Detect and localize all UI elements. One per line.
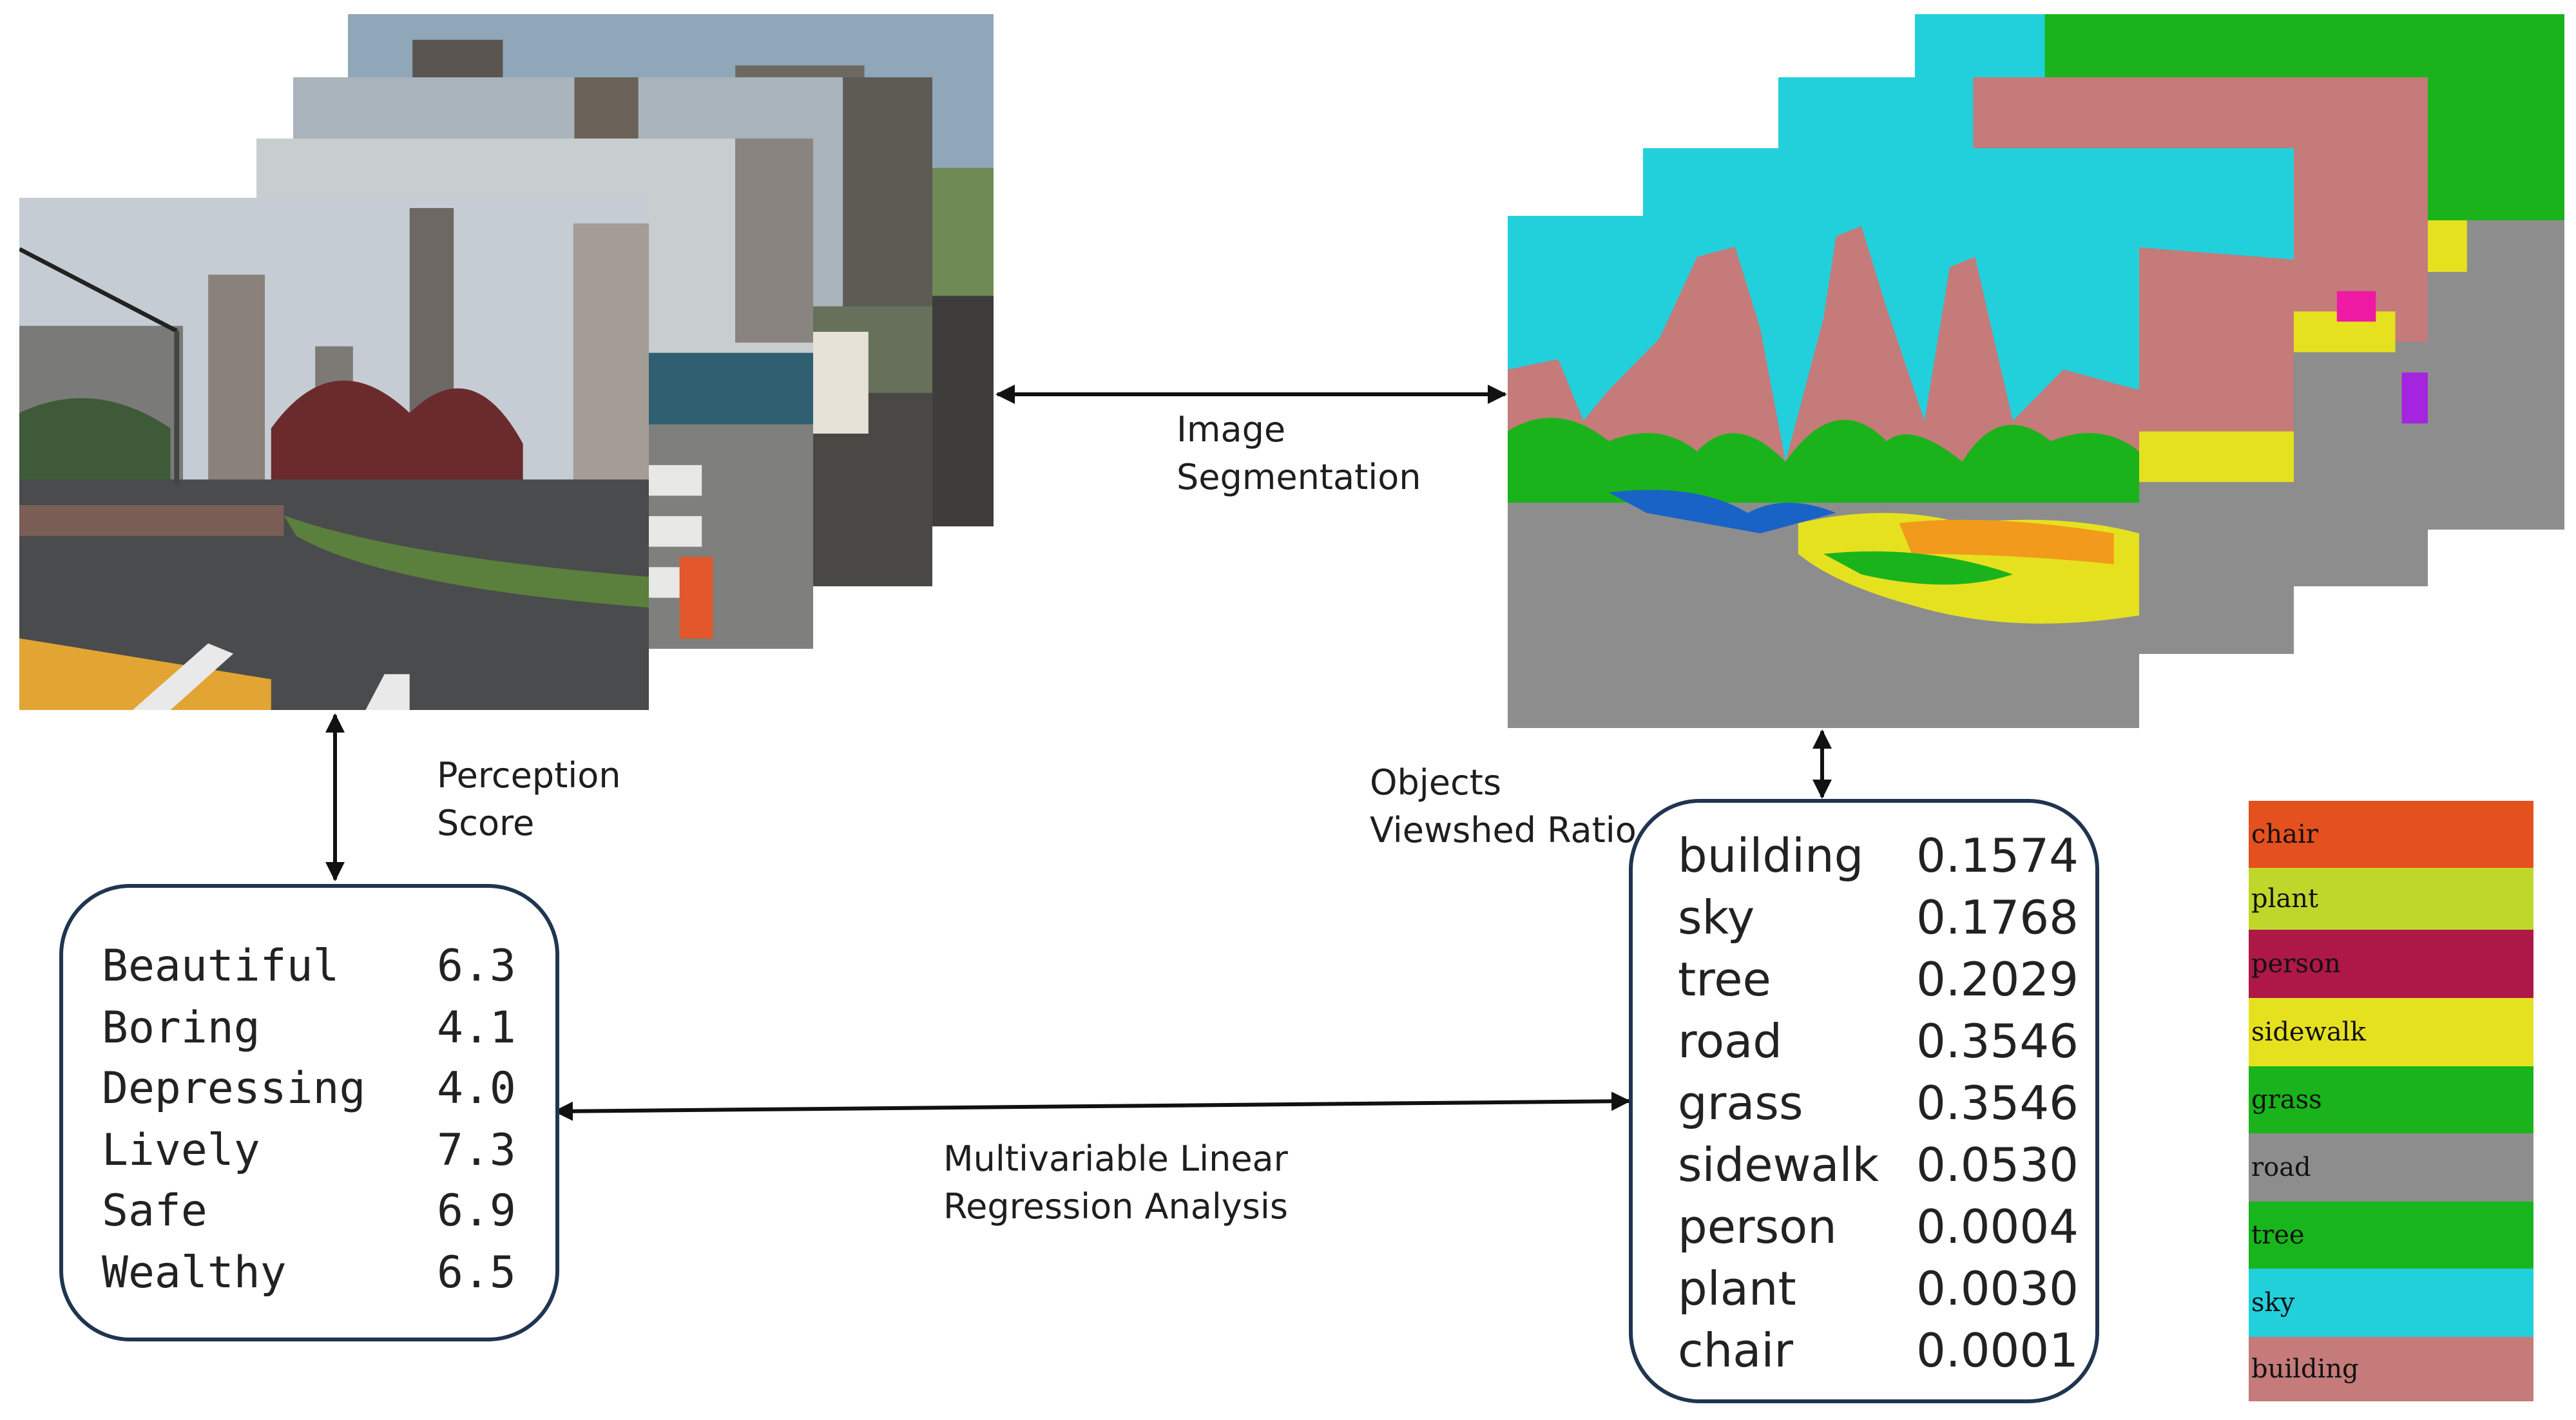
legend-building: building	[2249, 1337, 2533, 1401]
legend-plant: plant	[2249, 868, 2533, 930]
legend-tree: tree	[2249, 1202, 2533, 1269]
street-photo-front	[19, 198, 649, 710]
arrow-regression	[553, 1091, 1631, 1121]
regression-analysis-label: Multivariable Linear Regression Analysis	[943, 1138, 1289, 1227]
image-segmentation-label: Image Segmentation	[1177, 409, 1421, 497]
objects-viewshed-ratio-label: Objects Viewshed Ratio	[1370, 762, 1637, 850]
legend-grass: grass	[2249, 1066, 2533, 1133]
perception-score-label: Perception Score	[437, 755, 621, 843]
legend-sky: sky	[2249, 1269, 2533, 1337]
legend-person: person	[2249, 930, 2533, 998]
segmentation-map-front	[1508, 216, 2139, 728]
legend-chair: chair	[2249, 801, 2533, 868]
legend-road: road	[2249, 1133, 2533, 1202]
legend-sidewalk: sidewalk	[2249, 998, 2533, 1066]
